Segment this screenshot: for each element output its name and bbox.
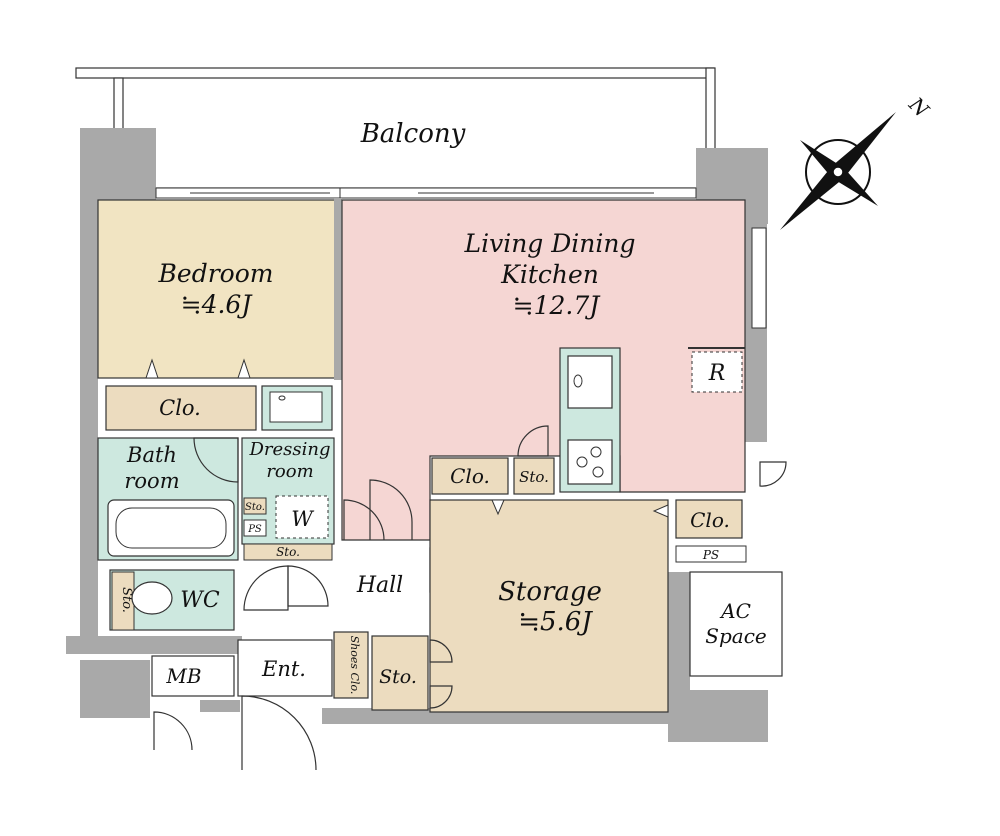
- top-windows: [155, 187, 767, 329]
- entrance-label: Ent.: [261, 657, 306, 681]
- living-dining-kitchen: Living Dining Kitchen ≒12.7J R: [341, 199, 746, 541]
- storage-name: Storage: [498, 577, 602, 607]
- refrigerator-label: R: [708, 361, 726, 386]
- hall: Hall: [238, 547, 475, 639]
- hall-label: Hall: [356, 573, 403, 598]
- meter-box: MB: [151, 655, 235, 751]
- vanity: [261, 385, 333, 431]
- dressing-ps-label: PS: [247, 524, 262, 535]
- wc-sto-label: Sto.: [119, 587, 134, 613]
- entrance-sto-label: Sto.: [379, 666, 417, 688]
- balcony-label: Balcony: [360, 119, 466, 149]
- bedroom: Bedroom ≒4.6J: [97, 199, 337, 379]
- dressing-label-line1: Dressing: [248, 439, 330, 460]
- bath-label-line1: Bath: [126, 443, 177, 467]
- storage-size: ≒5.6J: [518, 607, 593, 637]
- bedroom-size: ≒4.6J: [181, 290, 254, 319]
- bath-room: Bath room: [97, 437, 239, 561]
- kitchen-sto-label: Sto.: [519, 468, 549, 486]
- living-label-line2: Kitchen: [500, 260, 599, 289]
- ac-label-line1: AC: [719, 599, 751, 623]
- ps-right-label: PS: [702, 548, 719, 562]
- shoes-closet: Shoes Clo. Sto.: [333, 631, 453, 711]
- toilet-icon: [131, 581, 173, 615]
- mb-label: MB: [165, 664, 201, 688]
- closet-hall-label: Clo.: [450, 464, 490, 488]
- dressing-sto-label: Sto.: [245, 502, 265, 513]
- ac-space: [689, 571, 783, 677]
- washer-label: W: [291, 507, 315, 531]
- shoes-closet-label: Shoes Clo.: [348, 636, 361, 695]
- balcony: Balcony: [75, 67, 716, 189]
- refrigerator-space: [691, 351, 743, 393]
- storage: Storage ≒5.6J: [429, 499, 669, 713]
- closet-hall: Clo. Sto.: [431, 457, 555, 495]
- compass-rose-icon: N: [780, 92, 935, 230]
- closet-right-label: Clo.: [690, 508, 730, 532]
- bathtub-icon: [107, 499, 235, 557]
- living-label-line1: Living Dining: [463, 229, 635, 258]
- outer-walls: [66, 128, 768, 742]
- dressing-room: Dressing room W Sto. PS Sto.: [241, 437, 335, 561]
- washer-space: [275, 495, 329, 539]
- sink-icon: [567, 355, 613, 409]
- dressing-bottom-sto-label: Sto.: [276, 545, 300, 559]
- north-label: N: [904, 92, 935, 123]
- closet-bedroom: Clo.: [105, 385, 257, 431]
- wc-label: WC: [180, 588, 220, 613]
- wc: Sto. WC: [109, 569, 235, 631]
- vanity-sink-icon: [269, 391, 323, 423]
- dressing-label-line2: room: [266, 461, 313, 482]
- living-size: ≒12.7J: [513, 291, 602, 320]
- ac-label-line2: Space: [705, 624, 766, 648]
- bath-label-line2: room: [124, 469, 179, 493]
- right-service: Clo. PS AC Space: [675, 461, 787, 677]
- closet-bedroom-label: Clo.: [159, 396, 201, 420]
- stove-icon: [567, 439, 613, 485]
- bedroom-name: Bedroom: [158, 259, 274, 288]
- entrance: Ent.: [237, 639, 333, 771]
